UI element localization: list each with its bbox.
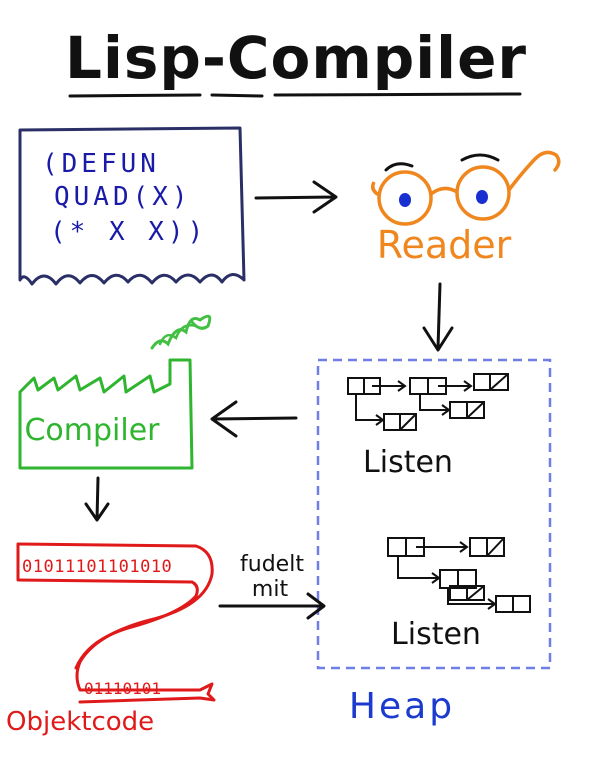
objectcode-bits-bottom: 01110101 — [84, 679, 161, 698]
link-note-line-1: fudelt — [240, 552, 304, 577]
list-structure-bottom — [387, 537, 531, 613]
heap-lists-top-label: Listen — [363, 445, 453, 480]
reader-label: Reader — [377, 223, 512, 267]
compiler-factory-icon — [18, 314, 212, 470]
source-code-box: (DEFUN QUAD(X) (* X X)) — [18, 126, 246, 286]
compiler-label: Compiler — [24, 413, 160, 448]
source-line-2: QUAD(X) — [54, 182, 192, 212]
arrow-objectcode-to-heap — [218, 592, 326, 620]
title-underline — [68, 92, 522, 98]
list-structure-top — [347, 373, 509, 431]
diagram-title: Lisp-Compiler — [65, 24, 527, 92]
source-line-1: (DEFUN — [42, 149, 160, 179]
arrow-reader-to-heap — [422, 282, 454, 352]
heap-lists-bottom-label: Listen — [391, 617, 481, 652]
arrow-heap-to-compiler — [210, 400, 298, 438]
objectcode-bits-top: 01011101101010 — [22, 557, 172, 577]
heap-label: Heap — [349, 686, 455, 727]
arrow-code-to-reader — [254, 180, 338, 214]
objectcode-tape-icon — [16, 542, 216, 704]
arrow-compiler-to-objectcode — [84, 476, 110, 522]
source-line-3: (* X X)) — [50, 217, 207, 247]
objectcode-label: Objektcode — [6, 707, 154, 737]
link-note-line-2: mit — [252, 577, 289, 602]
reader-glasses-icon — [371, 150, 561, 226]
